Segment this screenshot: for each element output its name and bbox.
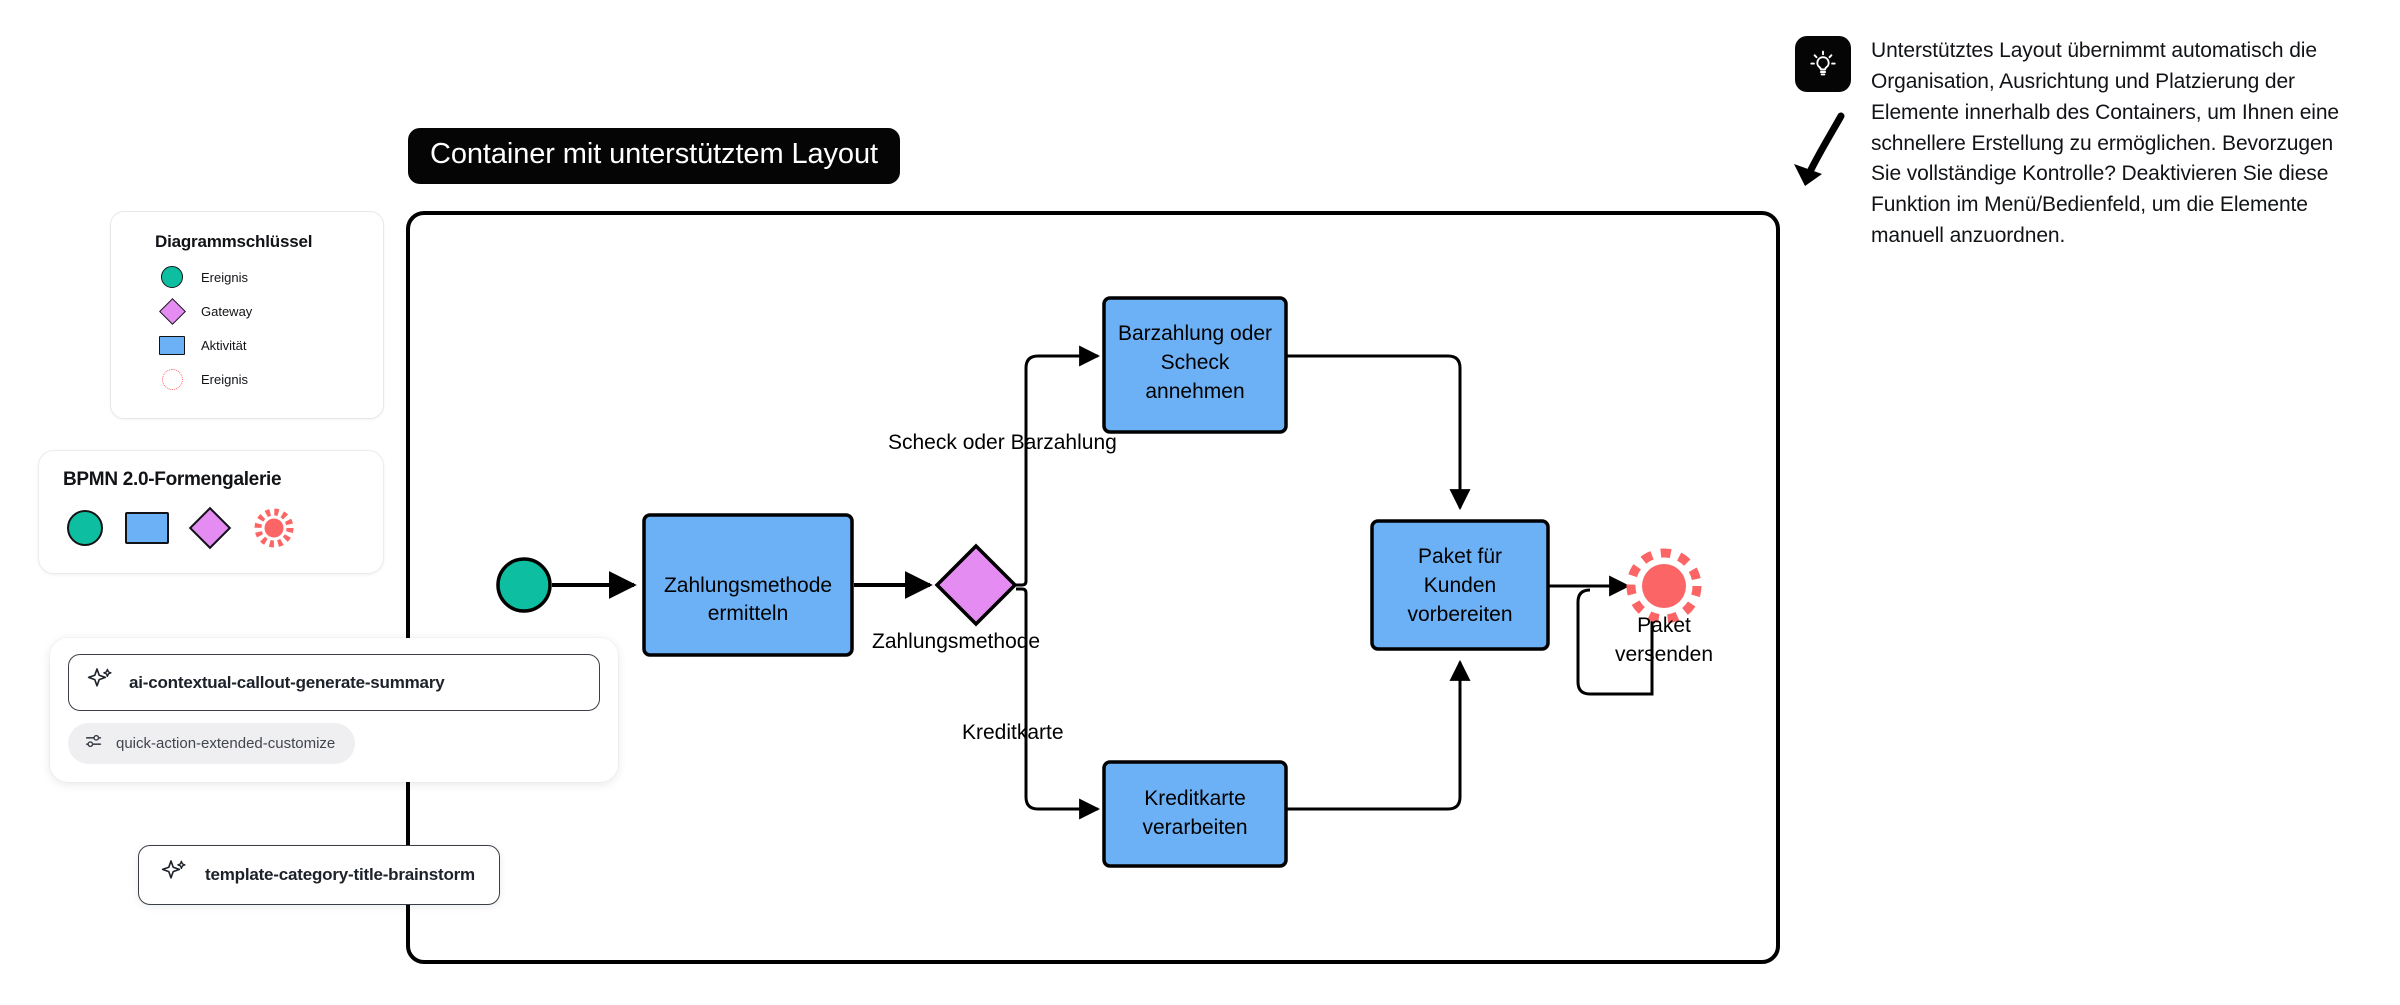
lightbulb-icon: [1795, 36, 1851, 92]
node-activity-determine[interactable]: [642, 513, 854, 657]
node-label-prepare-line1: Paket für: [1418, 545, 1502, 568]
node-label-cash-line2: Scheck: [1161, 351, 1230, 374]
legend-item-activity[interactable]: Aktivität: [133, 328, 361, 362]
node-label-cash-line3: annehmen: [1145, 380, 1244, 403]
assisted-layout-tip-text: Unterstütztes Layout übernimmt automatis…: [1871, 39, 2339, 248]
start-event-circle-icon[interactable]: [67, 510, 103, 546]
diamond-purple-icon: [155, 297, 189, 325]
node-start-event[interactable]: [496, 557, 552, 613]
edge-cash-to-prepare: [1286, 354, 1471, 511]
assisted-layout-tip: Unterstütztes Layout übernimmt automatis…: [1794, 36, 2355, 252]
end-event-burst-icon[interactable]: [251, 505, 297, 551]
legend-item-label: Ereignis: [201, 269, 248, 285]
gallery-shape-row: [63, 505, 359, 551]
legend-item-label: Ereignis: [201, 371, 248, 387]
quick-action-customize-label: quick-action-extended-customize: [116, 735, 336, 752]
sparkle-icon: [161, 859, 187, 890]
edge-label-cash-branch: Scheck oder Barzahlung: [888, 431, 1117, 454]
legend-title: Diagrammschlüssel: [155, 232, 313, 251]
bpmn-shape-gallery-card[interactable]: BPMN 2.0-Formengalerie: [38, 450, 384, 574]
sliders-icon: [84, 731, 104, 756]
gateway-diamond-icon[interactable]: [188, 506, 232, 550]
ai-contextual-callout-card[interactable]: ai-contextual-callout-generate-summary q…: [50, 638, 618, 782]
diagram-legend-card[interactable]: Diagrammschlüssel Ereignis Gateway Aktiv…: [110, 211, 384, 419]
rect-blue-icon: [155, 335, 189, 355]
edge-label-gateway-name: Zahlungsmethode: [872, 630, 1040, 653]
layout-container-frame[interactable]: [406, 211, 1780, 964]
legend-item-event[interactable]: Ereignis: [133, 260, 361, 294]
activity-rect-icon[interactable]: [125, 512, 169, 544]
node-label-determine-line2: ermitteln: [708, 602, 789, 625]
legend-item-end-event[interactable]: Ereignis: [133, 362, 361, 396]
template-brainstorm-button[interactable]: template-category-title-brainstorm: [138, 845, 500, 905]
node-label-credit-line2: verarbeiten: [1142, 816, 1247, 839]
node-label-end-line1: Paket: [1637, 614, 1691, 637]
circle-green-icon: [155, 266, 189, 288]
legend-item-gateway[interactable]: Gateway: [133, 294, 361, 328]
node-label-prepare-line2: Kunden: [1424, 574, 1496, 597]
gallery-title: BPMN 2.0-Formengalerie: [63, 469, 282, 490]
edge-end-loop: [1576, 588, 1654, 696]
ai-generate-summary-button[interactable]: ai-contextual-callout-generate-summary: [68, 654, 600, 711]
template-brainstorm-label: template-category-title-brainstorm: [205, 864, 475, 884]
node-label-prepare-line3: vorbereiten: [1407, 603, 1512, 626]
quick-action-customize-chip[interactable]: quick-action-extended-customize: [68, 723, 356, 764]
edge-gateway-to-credit: [1016, 587, 1101, 820]
node-activity-prepare-package[interactable]: [1370, 519, 1550, 651]
node-activity-accept-cash[interactable]: [1102, 296, 1288, 434]
ai-generate-summary-label: ai-contextual-callout-generate-summary: [129, 672, 445, 692]
sparkle-icon: [87, 667, 113, 698]
tip-pointer-arrow: [1794, 112, 1845, 186]
circle-dashed-red-icon: [155, 368, 189, 390]
legend-item-label: Aktivität: [201, 337, 247, 353]
node-label-credit-line1: Kreditkarte: [1144, 787, 1246, 810]
node-label-determine-line1: Zahlungsmethode: [664, 574, 832, 597]
container-title-banner[interactable]: Container mit unterstütztem Layout: [408, 128, 900, 184]
edge-credit-to-prepare: [1286, 659, 1471, 811]
node-activity-process-credit-card[interactable]: [1102, 760, 1288, 868]
node-label-end-line2: versenden: [1615, 643, 1713, 666]
edge-gateway-to-cash: [1016, 345, 1101, 587]
node-label-cash-line1: Barzahlung oder: [1118, 322, 1272, 345]
legend-item-label: Gateway: [201, 303, 253, 319]
node-end-event-burst[interactable]: [1626, 548, 1702, 624]
edge-label-credit-branch: Kreditkarte: [962, 721, 1064, 744]
node-gateway-payment-method[interactable]: [934, 543, 1018, 627]
